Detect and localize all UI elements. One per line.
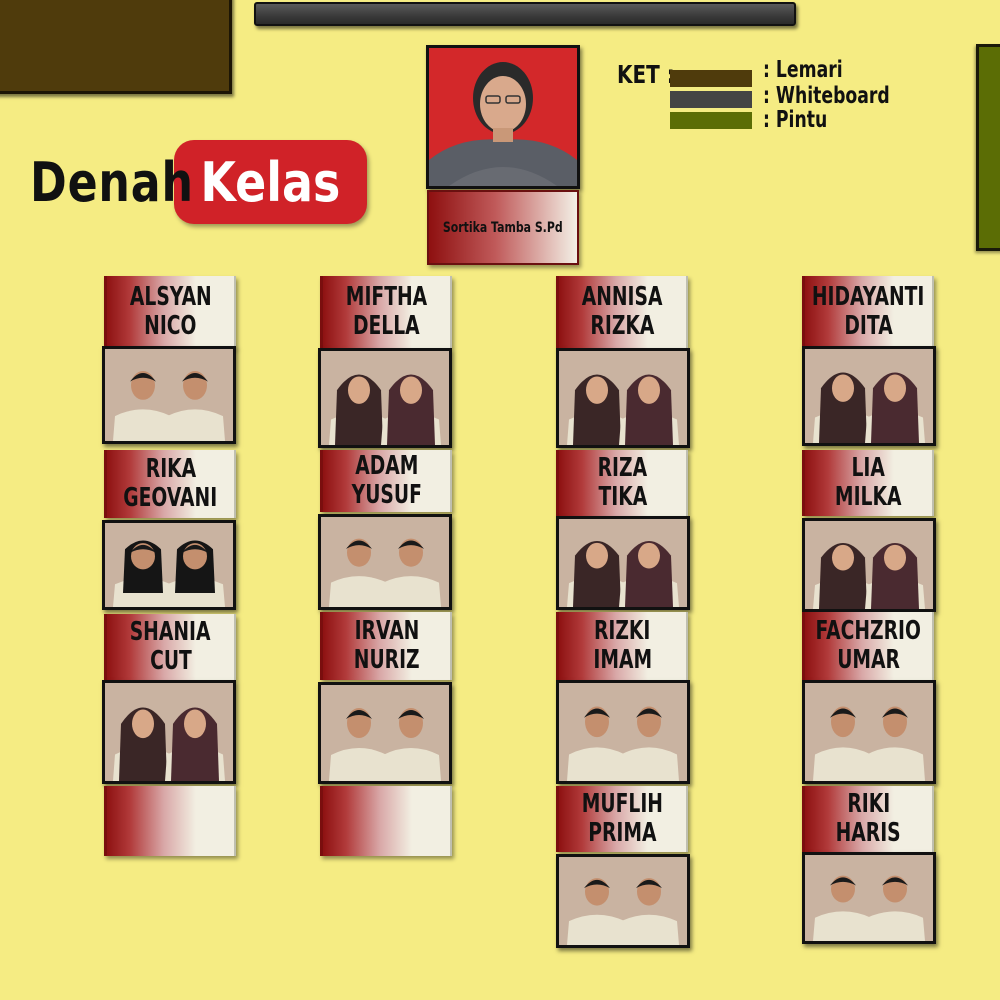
- legend-label-lemari: Lemari: [775, 57, 843, 83]
- student-name: ANNISA: [582, 282, 663, 312]
- student-pair-photo: [802, 680, 936, 784]
- student-name: TIKA: [598, 482, 647, 512]
- student-name: NICO: [144, 311, 197, 341]
- legend-swatch-whiteboard: [670, 91, 752, 108]
- legend-item-whiteboard: : Whiteboard: [763, 83, 890, 109]
- student-name: YUSUF: [351, 480, 422, 510]
- student-name: FACHZRIO: [815, 616, 922, 646]
- student-name: RIZKA: [590, 311, 655, 341]
- student-name: GEOVANI: [123, 483, 218, 513]
- student-name: CUT: [149, 646, 192, 676]
- student-name: MUFLIH: [581, 789, 664, 819]
- student-name: LIA: [851, 453, 886, 483]
- student-pair-photo: [802, 852, 936, 944]
- teacher-name: Sortika Tamba S.Pd: [443, 219, 563, 236]
- student-pair-photo: [556, 348, 690, 448]
- page-title: Denah Kelas: [30, 132, 367, 232]
- student-pair-photo: [802, 346, 936, 446]
- student-pair-photo: [802, 518, 936, 612]
- student-name: HIDAYANTI: [812, 282, 925, 312]
- student-pair-photo: [556, 680, 690, 784]
- student-name: RIZKI: [594, 616, 651, 646]
- title-kelas-text: Kelas: [200, 150, 341, 214]
- student-name: RIZA: [597, 453, 648, 483]
- student-name: RIKI: [847, 789, 890, 819]
- student-pair-photo: [102, 520, 236, 610]
- desk-name-plate: [104, 786, 236, 856]
- teacher-photo: [426, 45, 580, 189]
- student-name: ADAM: [354, 451, 419, 481]
- student-name: IRVAN: [354, 616, 419, 646]
- student-name: MIFTHA: [345, 282, 428, 312]
- legend-swatch-pintu: [670, 112, 752, 129]
- legend-swatch-lemari: [670, 70, 752, 87]
- student-name: DITA: [844, 311, 893, 341]
- legend-label-whiteboard: Whiteboard: [775, 83, 890, 109]
- student-pair-photo: [318, 348, 452, 448]
- title-kelas-badge: Kelas: [174, 140, 367, 224]
- lemari-cabinet: [0, 0, 232, 94]
- student-name: DELLA: [353, 311, 420, 341]
- student-name: SHANIA: [130, 617, 211, 647]
- student-pair-photo: [318, 682, 452, 784]
- student-name: MILKA: [835, 482, 902, 512]
- student-name: HARIS: [835, 818, 902, 848]
- legend-item-lemari: : Lemari: [763, 57, 843, 83]
- student-pair-photo: [556, 854, 690, 948]
- student-pair-photo: [102, 680, 236, 784]
- whiteboard: [254, 2, 796, 26]
- legend-title: KET :: [617, 60, 675, 89]
- legend: KET : : Lemari : Whiteboard : Pintu: [617, 57, 890, 138]
- student-pair-photo: [556, 516, 690, 610]
- student-name: RIKA: [145, 454, 196, 484]
- teacher-name-plate: Sortika Tamba S.Pd: [427, 190, 579, 265]
- title-denah: Denah: [30, 150, 194, 214]
- legend-item-pintu: : Pintu: [763, 107, 828, 133]
- student-pair-photo: [318, 514, 452, 610]
- student-pair-photo: [102, 346, 236, 444]
- student-name: UMAR: [837, 645, 900, 675]
- student-name: ALSYAN: [129, 282, 212, 312]
- student-name: NURIZ: [353, 645, 420, 675]
- student-name: IMAM: [593, 645, 652, 675]
- desk-name-plate: [320, 786, 452, 856]
- student-name: PRIMA: [588, 818, 657, 848]
- pintu-door: [976, 44, 1000, 251]
- legend-label-pintu: Pintu: [775, 107, 828, 133]
